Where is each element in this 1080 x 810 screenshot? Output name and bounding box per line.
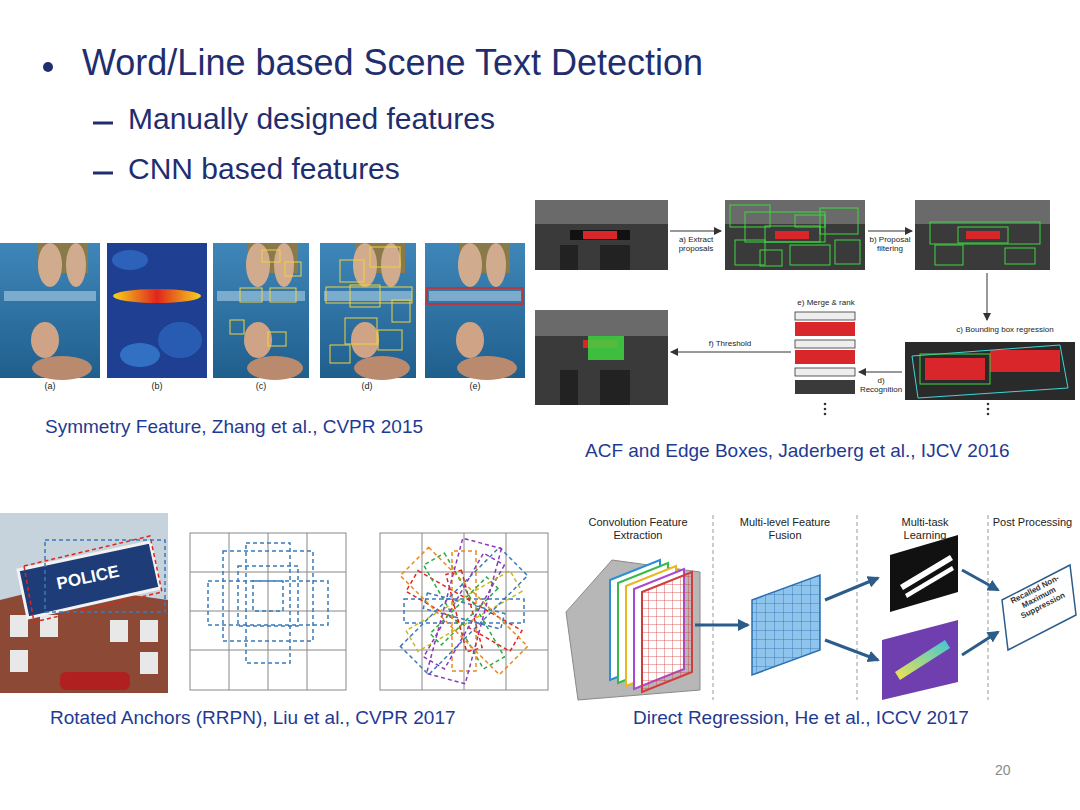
stage-header: Post Processing — [989, 516, 1076, 529]
figure-caption: Symmetry Feature, Zhang et al., CVPR 201… — [45, 416, 423, 438]
step-label: c) Bounding box regression — [935, 325, 1075, 334]
step-label: d) Recognition — [858, 376, 904, 394]
anchor-grid-rotated — [380, 533, 548, 690]
panel-letter: (c) — [246, 381, 276, 391]
slide-title: Word/Line based Scene Text Detection — [82, 42, 703, 83]
step-label: f) Threshold — [690, 339, 770, 348]
panel-letter: (d) — [352, 381, 382, 391]
stage-header: Multi-level Feature Fusion — [725, 516, 845, 541]
panel-letter: (b) — [142, 381, 172, 391]
anchor-grid-horizontal — [190, 533, 346, 690]
panel-letter: (a) — [35, 381, 65, 391]
panel-letter: (e) — [460, 381, 490, 391]
page-number: 20 — [995, 762, 1011, 778]
stage-header: Multi-task Learning — [890, 516, 960, 541]
step-label: a) Extract proposals — [671, 235, 721, 253]
figure-caption: Direct Regression, He et al., ICCV 2017 — [633, 707, 969, 729]
bullet-text: CNN based features — [128, 152, 400, 187]
figure-caption: ACF and Edge Boxes, Jaderberg et al., IJ… — [585, 440, 1010, 462]
step-label: b) Proposal filtering — [868, 235, 912, 253]
stage-header: Convolution Feature Extraction — [578, 516, 698, 541]
figure-caption: Rotated Anchors (RRPN), Liu et al., CVPR… — [50, 707, 456, 729]
step-label: e) Merge & rank — [795, 298, 857, 307]
police-sign-photo — [0, 513, 168, 693]
direct-regression-pipeline — [566, 515, 1076, 700]
bullet-text: Manually designed features — [128, 102, 495, 137]
acf-edgebox-pipeline — [535, 200, 1075, 415]
symmetry-panels — [0, 243, 525, 380]
